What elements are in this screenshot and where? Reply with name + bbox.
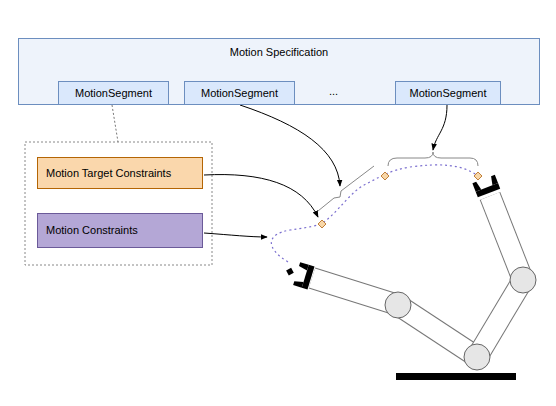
constraint-box: Motion Target Constraints [37, 157, 203, 189]
gripper [283, 259, 315, 290]
target-marker [318, 172, 482, 228]
robot-base [396, 373, 516, 380]
box-label: MotionSegment [75, 87, 152, 100]
group-leader [112, 105, 118, 142]
box-label: Motion Constraints [46, 224, 138, 237]
bracket [388, 152, 478, 166]
segment-box: MotionSegment [184, 81, 295, 105]
box-label: MotionSegment [201, 87, 278, 100]
robot-links [312, 196, 523, 357]
box-label: Motion Target Constraints [46, 167, 171, 180]
robot-joints [385, 267, 536, 370]
motion-path [271, 165, 478, 262]
group-frame [25, 142, 212, 265]
constraint-box: Motion Constraints [37, 213, 203, 248]
box-label: MotionSegment [409, 87, 486, 100]
segment-box: MotionSegment [58, 81, 169, 105]
segment-box: MotionSegment [395, 81, 501, 105]
box-title: Motion Specification [230, 46, 328, 59]
specification-box: Motion SpecificationMotionSegment MotionS… [18, 38, 540, 105]
leader-arrow [204, 105, 447, 237]
bracket [318, 166, 374, 211]
ellipsis-label: ... [329, 85, 338, 98]
